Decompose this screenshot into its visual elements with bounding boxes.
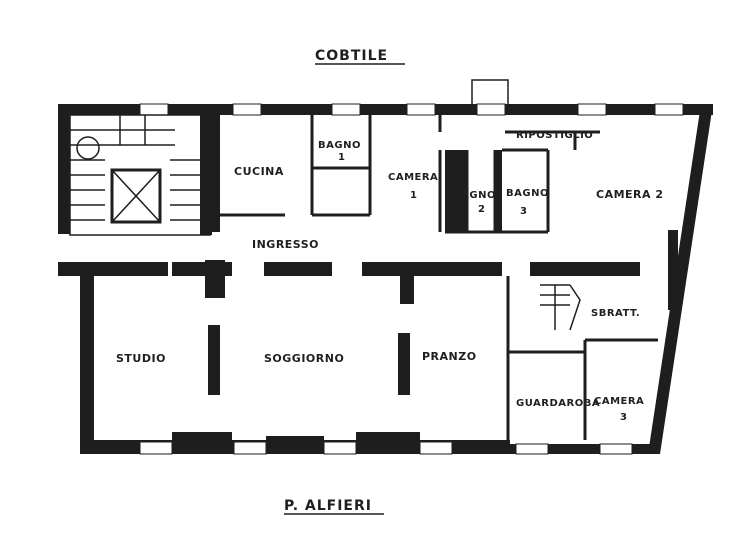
interior-walls-top [200,112,678,310]
kitchen-label: CUCINA [234,165,284,178]
dining-label: PRANZO [422,350,477,363]
room-labels: COBTILE P. ALFIERI CUCINA BAGNO 1 CAMERA… [116,48,664,515]
staircase [69,114,212,236]
study-label: STUDIO [116,352,166,365]
bath1-title-label: BAGNO [318,140,361,151]
entrance-label: INGRESSO [252,238,319,251]
bath3-number-label: 3 [520,206,527,217]
closet-label: RIPOSTIGLIO [516,130,593,141]
bath2-title-label: BAGNO [453,190,496,201]
room1-title-label: CAMERA [388,172,438,183]
room2-label: CAMERA 2 [596,188,664,201]
bath2-number-label: 2 [478,204,485,215]
bath1-number-label: 1 [338,152,345,163]
pantry-label: GUARDAROBA [516,398,600,409]
interior-walls-bottom [58,260,658,444]
room3-number-label: 3 [620,412,627,423]
living-label: SOGGIORNO [264,352,344,365]
sbratt-label: SBRATT. [591,308,640,319]
street-windows [139,441,633,455]
courtyard-label: COBTILE [315,48,388,64]
street-label: P. ALFIERI [284,498,372,514]
room1-number-label: 1 [410,190,417,201]
bath3-title-label: BAGNO [506,188,549,199]
courtyard-windows [139,103,684,116]
room3-title-label: CAMERA [594,396,644,407]
